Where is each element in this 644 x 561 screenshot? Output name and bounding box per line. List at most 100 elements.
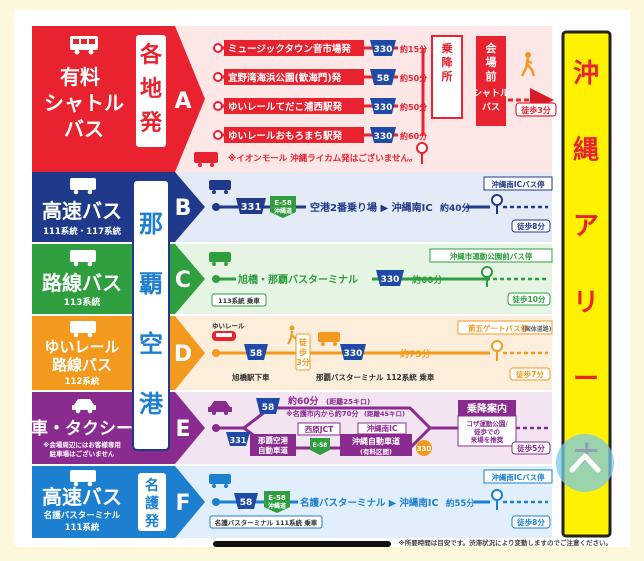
row-f-stop: 沖縄南ICバス停 bbox=[491, 472, 545, 482]
row-e-dist-lower: (距離45キロ) bbox=[364, 409, 405, 418]
row-b-time: 約40分 bbox=[440, 202, 471, 214]
monorail-icon bbox=[212, 331, 236, 341]
row-f-subtitle1: 名護バスターミナル bbox=[44, 510, 121, 521]
row-c-time: 約60分 bbox=[412, 274, 443, 286]
row-e-south-ic: 沖縄南IC bbox=[367, 423, 398, 433]
svg-text:E-58: E-58 bbox=[268, 494, 286, 502]
svg-text:58: 58 bbox=[240, 498, 253, 508]
row-f-title: 高速バス bbox=[42, 485, 122, 509]
row-e-expressway-note: (有料区間) bbox=[360, 447, 392, 456]
row-a-shuttle-c4: シャトル bbox=[473, 88, 509, 99]
row-f-nago-c2: 護 bbox=[145, 495, 160, 512]
row-d-title-line2: 路線バス bbox=[52, 356, 112, 374]
row-f-nago-c1: 名 bbox=[145, 477, 159, 494]
bus-icon bbox=[70, 470, 96, 487]
bus-icon bbox=[209, 180, 231, 194]
footer-note: ※所要時間は目安です。渋滞状況により変動しますのでご注意ください。 bbox=[398, 538, 612, 547]
row-a-stop-route: 330 bbox=[374, 132, 393, 142]
row-d-transfer-c3: 3分 bbox=[296, 357, 310, 367]
row-f: 高速バス 名護バスターミナル 111系統 名 護 発 F 58 E-58沖縄道 … bbox=[32, 466, 553, 538]
row-d-stop-note: (国体道路) bbox=[522, 325, 552, 333]
row-e: 車・タクシー ※会場周辺にはお客様専用 駐車場はございません E 58 約60分… bbox=[31, 392, 552, 464]
svg-text:331: 331 bbox=[241, 202, 262, 213]
row-a-origin-char2: 地 bbox=[140, 77, 162, 102]
row-b-stop: 沖縄南ICバス停 bbox=[491, 179, 545, 189]
row-b-letter: B bbox=[175, 196, 192, 221]
row-f-letter: F bbox=[175, 491, 190, 516]
row-c: 路線バス 113系統 C 旭橋・那覇バスターミナル 330 約60分 113系統… bbox=[32, 244, 553, 314]
route-58-badge: 58 bbox=[234, 493, 258, 509]
row-e-naha-road-2: 自動車道 bbox=[258, 445, 288, 455]
bus-icon bbox=[70, 36, 98, 55]
row-e-subtitle-2: 駐車場はございません bbox=[50, 449, 115, 458]
row-a-terminal-vertical: 乗 bbox=[442, 41, 453, 55]
row-a-stop-route: 58 bbox=[377, 74, 390, 84]
row-a-category-line1: 有料 bbox=[60, 65, 100, 89]
naha-airport-label: 那 覇 空 港 bbox=[132, 179, 170, 451]
row-d-station: 旭橋駅下車 bbox=[231, 372, 270, 382]
row-e-walk: 徒歩5分 bbox=[516, 443, 545, 453]
row-f-boarding: 名護バスターミナル 111系統 乗車 bbox=[215, 518, 318, 527]
route-330-badge: 330 bbox=[416, 440, 432, 456]
bus-icon bbox=[209, 252, 231, 266]
route-badge bbox=[370, 69, 396, 85]
svg-text:沖縄道: 沖縄道 bbox=[274, 207, 292, 215]
svg-text:那: 那 bbox=[139, 210, 163, 238]
svg-text:58: 58 bbox=[262, 403, 275, 413]
route-330-badge: 330 bbox=[340, 344, 366, 360]
row-a-shuttle-c2: 場 bbox=[486, 55, 497, 69]
row-e-time-lower: ※名護市内から約70分 bbox=[286, 409, 359, 418]
chevron-up-icon bbox=[569, 453, 601, 473]
bus-stop-icon bbox=[416, 142, 428, 164]
arena-char: 縄 bbox=[573, 135, 599, 165]
row-c-letter: C bbox=[175, 268, 191, 293]
row-d-time: 約75分 bbox=[400, 348, 431, 360]
scroll-to-top-button[interactable] bbox=[556, 434, 614, 492]
row-e-title: 車・タクシー bbox=[31, 418, 133, 439]
row-c-walk: 徒歩10分 bbox=[512, 294, 546, 304]
bus-icon bbox=[318, 332, 340, 346]
row-e-dropoff-body-2: 徒歩での bbox=[473, 427, 501, 436]
row-b-title: 高速バス bbox=[42, 199, 122, 223]
row-d-stop: 第五ゲートバス停 bbox=[468, 323, 528, 333]
row-a-stop-time: 約60分 bbox=[400, 131, 427, 141]
row-a-terminal-c3: 所 bbox=[442, 69, 453, 83]
arena-char: ー bbox=[573, 364, 599, 394]
row-a-stop-route: 330 bbox=[374, 45, 393, 55]
route-e58-badge: E-58 bbox=[310, 438, 330, 455]
row-f-nago-c3: 発 bbox=[144, 513, 160, 530]
route-58-badge: 58 bbox=[256, 398, 280, 414]
row-a-category-line2: シャトル bbox=[44, 91, 124, 115]
row-c-stop: 沖縄市運動公園前バス停 bbox=[450, 251, 533, 261]
row-e-dropoff-title: 乗降案内 bbox=[466, 402, 507, 415]
row-a-terminal-c2: 降 bbox=[442, 55, 454, 69]
row-a-shuttle-c5: バス bbox=[482, 102, 500, 113]
row-d-subtitle: 112系統 bbox=[65, 376, 100, 387]
bus-stop-icon bbox=[491, 340, 503, 361]
svg-text:330: 330 bbox=[344, 349, 363, 359]
row-c-boarding: 113系統 乗車 bbox=[218, 296, 260, 305]
car-icon bbox=[208, 401, 232, 415]
home-indicator[interactable] bbox=[213, 541, 391, 547]
car-icon bbox=[72, 399, 96, 414]
row-a-stop-time: 約50分 bbox=[400, 73, 427, 83]
row-a-stop-name: ゆいレールてだこ浦西駅発 bbox=[228, 101, 343, 113]
row-f-subtitle2: 111系統 bbox=[65, 522, 100, 533]
row-a-category-line3: バス bbox=[64, 117, 104, 141]
bus-icon bbox=[70, 250, 96, 267]
row-a-stop-name: 宜野湾海浜公園(歓海門)発 bbox=[228, 72, 342, 84]
svg-text:沖縄道: 沖縄道 bbox=[268, 502, 286, 510]
row-e-subtitle-1: ※会場周辺にはお客様専用 bbox=[43, 440, 121, 449]
row-a-note: ※イオンモール 沖縄ライカム発はございません。 bbox=[228, 153, 417, 164]
row-a-origin-char1: 各 bbox=[139, 42, 163, 68]
svg-text:空: 空 bbox=[139, 330, 163, 358]
svg-text:港: 港 bbox=[139, 390, 164, 418]
row-f-time: 約55分 bbox=[446, 498, 475, 509]
row-b-walk: 徒歩8分 bbox=[516, 221, 545, 231]
route-badge bbox=[370, 40, 396, 56]
